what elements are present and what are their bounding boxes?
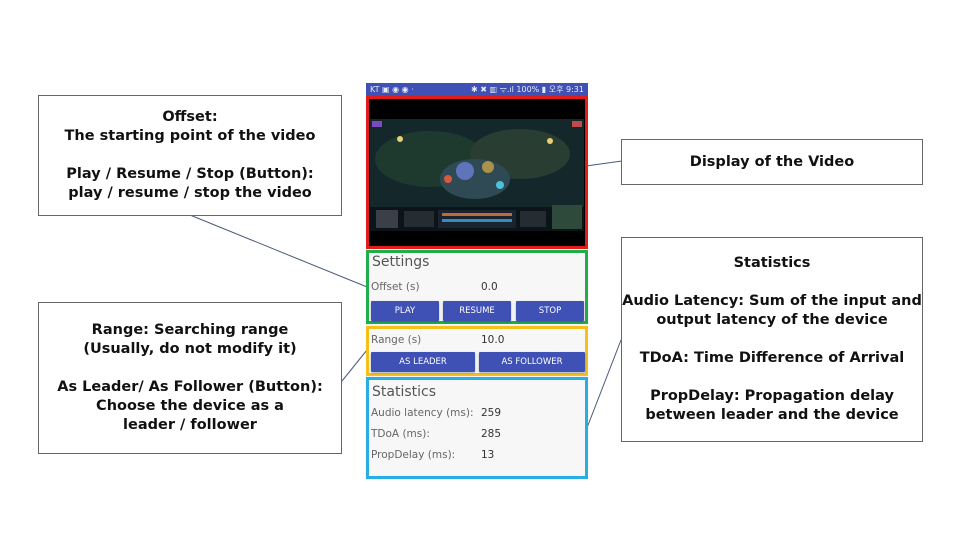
statistics-callout: Statistics Audio Latency: Sum of the inp…: [621, 237, 923, 442]
range-callout-line1: (Usually, do not modify it): [83, 341, 297, 357]
connector-statistics: [584, 339, 622, 434]
play-button[interactable]: PLAY: [371, 301, 439, 321]
stop-button[interactable]: STOP: [516, 301, 584, 321]
settings-title: Settings: [372, 254, 430, 270]
range-label: Range (s): [371, 334, 422, 346]
statistics-callout-line5: between leader and the device: [645, 407, 899, 423]
offset-callout-line1: The starting point of the video: [64, 128, 316, 144]
statistics-panel: Statistics Audio latency (ms): 259 TDoA …: [366, 377, 588, 479]
range-callout: Range: Searching range (Usually, do not …: [38, 302, 342, 454]
propdelay-label: PropDelay (ms):: [371, 449, 456, 461]
range-panel: Range (s) 10.0 AS LEADER AS FOLLOWER: [366, 326, 588, 376]
statistics-callout-line3: TDoA: Time Difference of Arrival: [639, 350, 905, 366]
offset-label: Offset (s): [371, 281, 420, 293]
range-input[interactable]: 10.0: [481, 334, 505, 346]
audio-latency-label: Audio latency (ms):: [371, 407, 474, 419]
settings-panel: Settings Offset (s) 0.0 PLAY RESUME STOP: [366, 250, 588, 324]
phone-screen: KT ▣ ◉ ◉ · ✱ ✖ ▥ ᯤ.ıl 100% ▮ 오후 9:31: [366, 83, 588, 479]
statistics-callout-line4: PropDelay: Propagation delay: [650, 388, 894, 404]
offset-callout-line3: play / resume / stop the video: [68, 185, 312, 201]
range-callout-line4: leader / follower: [123, 417, 257, 433]
video-frame-image: [370, 119, 584, 231]
resume-button[interactable]: RESUME: [443, 301, 511, 321]
statistics-callout-title: Statistics: [733, 255, 811, 271]
connector-display: [585, 160, 623, 167]
game-scene-graphic: [370, 119, 584, 231]
tdoa-label: TDoA (ms):: [371, 428, 430, 440]
offset-input[interactable]: 0.0: [481, 281, 498, 293]
connector-range: [341, 349, 368, 382]
display-callout: Display of the Video: [621, 139, 923, 185]
offset-callout-line2: Play / Resume / Stop (Button):: [66, 166, 314, 182]
connector-offset: [189, 214, 373, 290]
status-right-icons: ✱ ✖ ▥ ᯤ.ıl 100% ▮ 오후 9:31: [470, 85, 584, 94]
range-callout-line3: Choose the device as a: [96, 398, 284, 414]
range-callout-line2: As Leader/ As Follower (Button):: [57, 379, 323, 395]
range-callout-title: Range: Searching range: [91, 322, 289, 338]
propdelay-value: 13: [481, 449, 495, 461]
as-follower-button[interactable]: AS FOLLOWER: [479, 352, 585, 372]
offset-callout: Offset: The starting point of the video …: [38, 95, 342, 216]
statistics-callout-line2: output latency of the device: [656, 312, 888, 328]
tdoa-value: 285: [481, 428, 502, 440]
display-callout-title: Display of the Video: [689, 153, 855, 170]
as-leader-button[interactable]: AS LEADER: [371, 352, 475, 372]
audio-latency-value: 259: [481, 407, 502, 419]
statistics-title: Statistics: [372, 384, 436, 400]
offset-callout-title: Offset:: [162, 109, 218, 125]
status-left-icons: KT ▣ ◉ ◉ ·: [370, 85, 414, 94]
video-display[interactable]: [366, 96, 588, 249]
android-status-bar: KT ▣ ◉ ◉ · ✱ ✖ ▥ ᯤ.ıl 100% ▮ 오후 9:31: [366, 83, 588, 97]
statistics-callout-line1: Audio Latency: Sum of the input and: [622, 293, 922, 309]
